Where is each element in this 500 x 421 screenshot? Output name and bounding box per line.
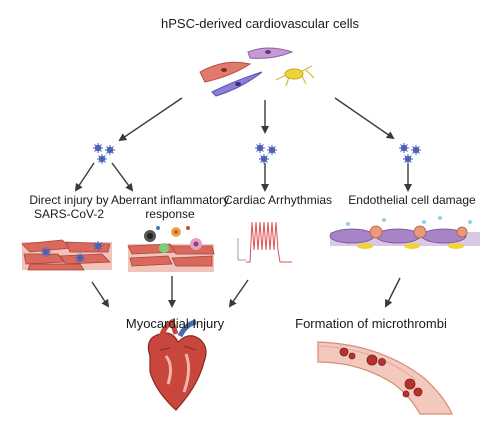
heart-icon: [147, 318, 207, 411]
outcome-microthrombi: Formation of microthrombi: [295, 316, 447, 331]
diagram-title: hPSC-derived cardiovascular cells: [161, 16, 359, 31]
outcome-myocardial-injury: Myocardial Injury: [125, 316, 225, 331]
endothelium-icon: [329, 216, 480, 249]
action-potential-icon: [237, 221, 292, 263]
flow-arrows: [74, 97, 412, 308]
branch-direct-injury-line1: Direct injury by: [29, 193, 109, 207]
cardiomyocyte-tissue-icon: [21, 239, 112, 271]
branch-direct-injury-line2: SARS-CoV-2: [33, 206, 105, 221]
immune-cell-icon: [127, 226, 215, 272]
branch-inflammatory-line1: Aberrant inflammatory: [110, 193, 230, 207]
virus-icon: [93, 143, 421, 164]
cell-cluster-icon: [199, 47, 315, 97]
branch-inflammatory: Aberrant inflammatory response: [110, 193, 230, 222]
blood-vessel-icon: [317, 341, 453, 415]
branch-arrhythmias: Cardiac Arrhythmias: [224, 193, 333, 207]
branch-inflammatory-line2: response: [145, 206, 195, 221]
branch-direct-injury: Direct injury by SARS-CoV-2: [14, 193, 124, 222]
branch-endothelial: Endothelial cell damage: [348, 193, 476, 207]
